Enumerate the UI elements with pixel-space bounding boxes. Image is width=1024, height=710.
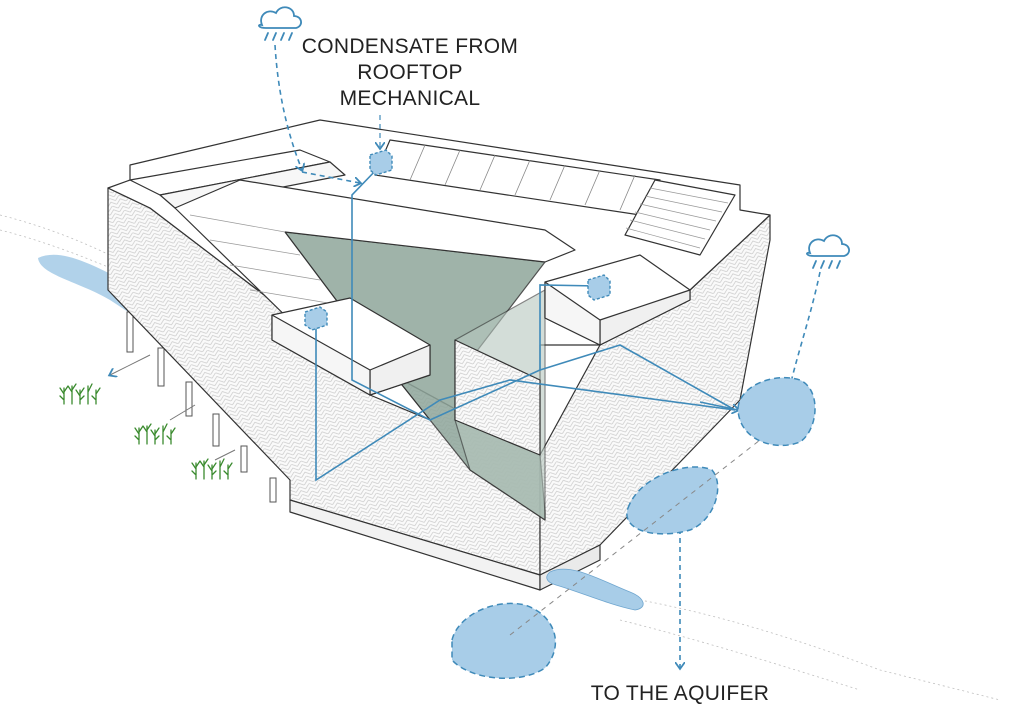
- rain-cloud-icon: [806, 234, 850, 269]
- condensate-piping: [315, 167, 736, 482]
- rain-cloud-icon: [258, 6, 302, 41]
- building: [107, 119, 771, 591]
- pond-lower: [451, 602, 556, 679]
- condensate-label-line2: ROOFTOP: [357, 61, 463, 84]
- mechanical-unit-icon: [304, 149, 611, 331]
- plant-icon: [59, 383, 233, 480]
- pond-upper: [737, 376, 816, 447]
- building-columns: [126, 311, 277, 503]
- ground-contours: [0, 214, 1001, 701]
- condensate-label: CONDENSATE FROM ROOFTOP MECHANICAL: [285, 34, 535, 112]
- stream-lower: [546, 568, 644, 611]
- aquifer-label: TO THE AQUIFER: [590, 682, 770, 705]
- condensate-label-line3: MECHANICAL: [339, 87, 481, 110]
- aquifer-connector: [509, 439, 761, 636]
- flow-arrow-to-pond: [699, 401, 738, 410]
- plant-arrows: [110, 354, 236, 461]
- pond-middle: [626, 466, 719, 535]
- condensate-label-line1: CONDENSATE FROM: [301, 35, 519, 58]
- retention-ponds: [451, 376, 816, 679]
